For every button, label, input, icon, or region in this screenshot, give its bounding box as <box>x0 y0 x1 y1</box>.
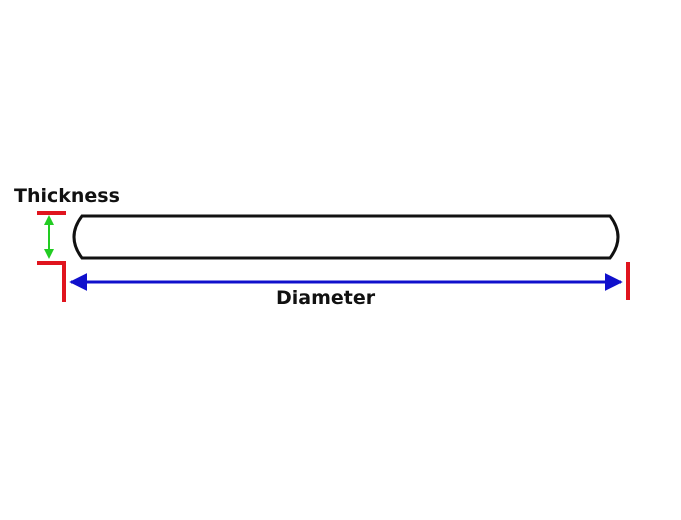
thickness-label: Thickness <box>14 185 120 207</box>
thickness-bottom-marker <box>37 261 66 302</box>
diameter-label: Diameter <box>276 287 376 309</box>
disc-profile <box>72 214 620 260</box>
